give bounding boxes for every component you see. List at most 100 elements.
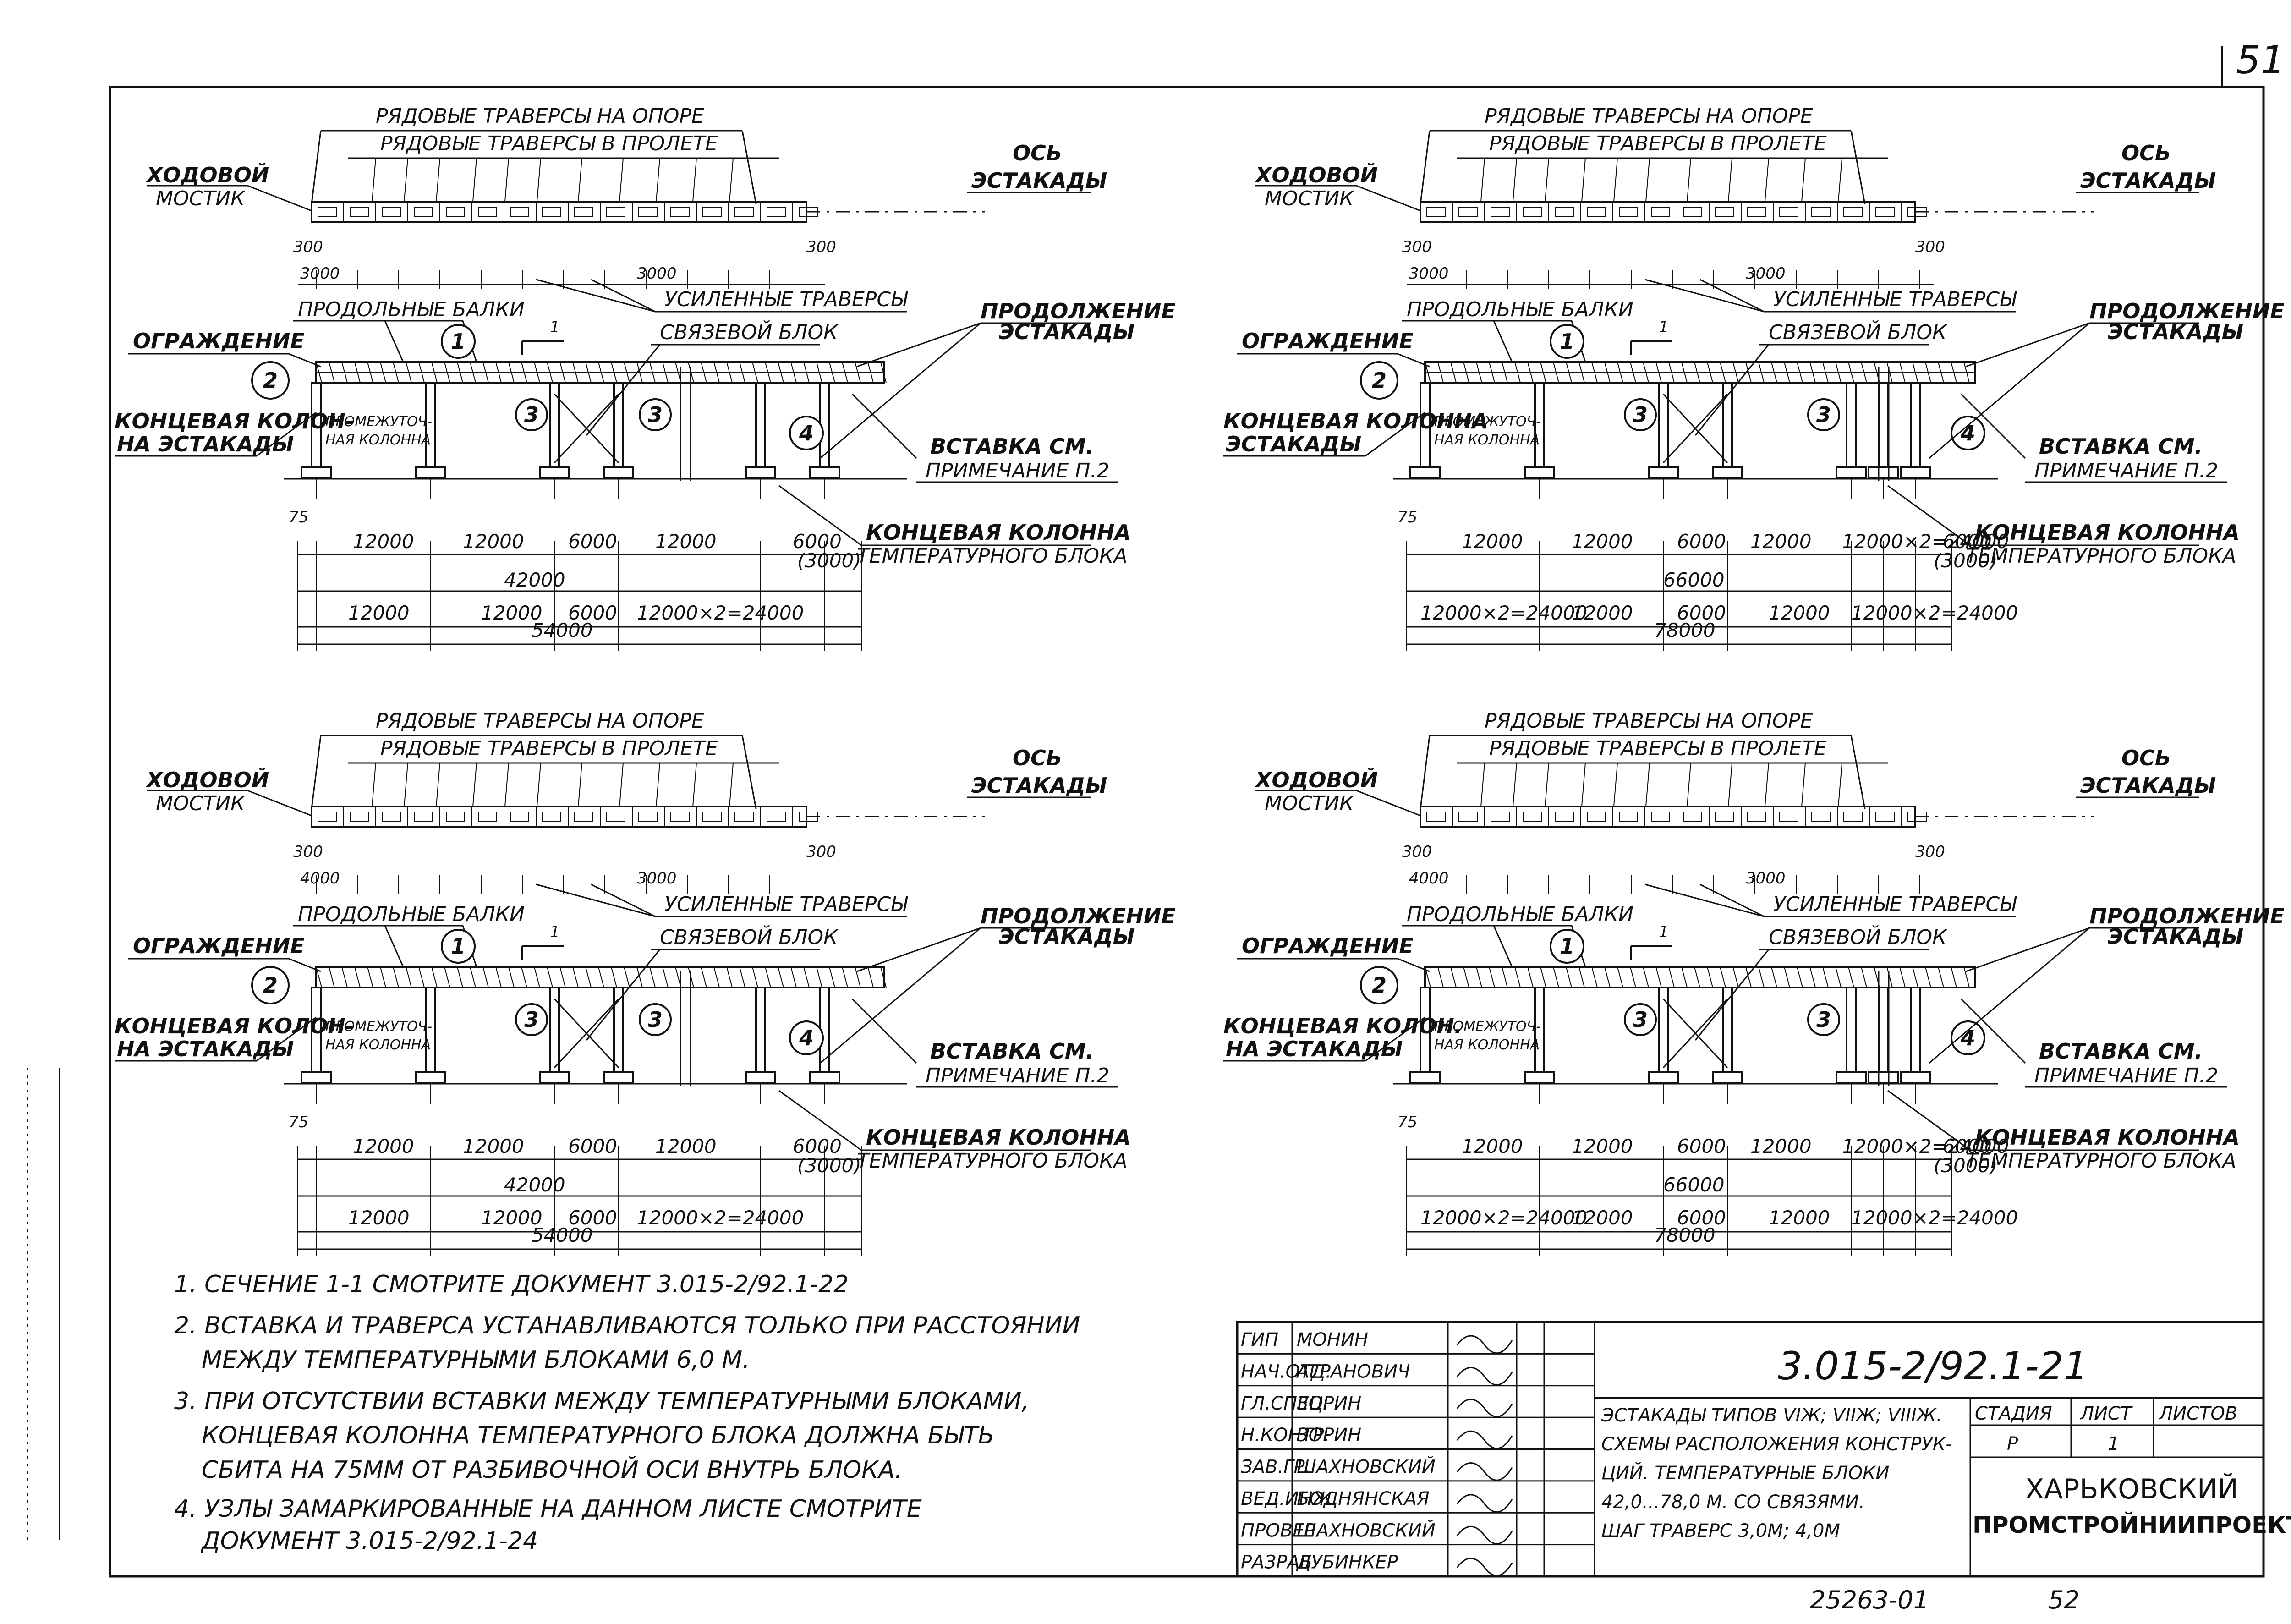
node-marker-label: 3 bbox=[648, 402, 663, 427]
column-footing bbox=[301, 1071, 332, 1084]
note-line: 3. ПРИ ОТСУТСТВИИ ВСТАВКИ МЕЖДУ ТЕМПЕРАТ… bbox=[174, 1388, 1029, 1415]
column bbox=[1658, 382, 1669, 468]
traverse-cell bbox=[1587, 812, 1606, 822]
column-footing bbox=[1409, 1071, 1441, 1084]
staff-name: ДУБИНКЕР bbox=[1296, 1552, 1398, 1573]
label-walkway: ХОДОВОЙ bbox=[1254, 768, 1378, 792]
node-marker-label: 1 bbox=[1560, 934, 1574, 959]
node-marker bbox=[789, 416, 824, 450]
column bbox=[1846, 382, 1857, 468]
node-marker-label: 4 bbox=[1960, 421, 1975, 445]
column-footing bbox=[415, 1071, 446, 1084]
label-temperature-block-column: ТЕМПЕРАТУРНОГО БЛОКА bbox=[857, 544, 1127, 568]
node-marker bbox=[441, 324, 476, 359]
label-intermediate-column: НАЯ КОЛОННА bbox=[325, 1037, 431, 1053]
traverse-cell bbox=[1747, 207, 1766, 217]
label-continuation: ПРОДОЛЖЕНИЕ bbox=[2089, 904, 2285, 928]
traverse-cell bbox=[1523, 812, 1542, 822]
title-description: ЦИЙ. ТЕМПЕРАТУРНЫЕ БЛОКИ bbox=[1601, 1462, 1889, 1484]
traverse-cell bbox=[574, 812, 593, 822]
label-temperature-block-column: КОНЦЕВАЯ КОЛОННА bbox=[866, 520, 1131, 545]
section-mark: 1 bbox=[550, 318, 560, 336]
label-continuation: ПРОДОЛЖЕНИЕ bbox=[981, 904, 1176, 928]
traverse-cell bbox=[574, 207, 593, 217]
traverse-cell bbox=[1875, 207, 1895, 217]
label-reinforced-traverses: УСИЛЕННЫЕ ТРАВЕРСЫ bbox=[1773, 893, 2017, 916]
dimension-label: 6000 bbox=[1677, 530, 1726, 553]
dimension-label: 75 bbox=[289, 508, 308, 527]
traverse-cell bbox=[1715, 812, 1734, 822]
signature-icon bbox=[1456, 1525, 1513, 1545]
label-intermediate-column: НАЯ КОЛОННА bbox=[1434, 432, 1540, 448]
traverse-cell bbox=[606, 207, 625, 217]
label-walkway: МОСТИК bbox=[1265, 792, 1354, 815]
traverse-cell bbox=[1779, 207, 1798, 217]
label-insert: ПРИМЕЧАНИЕ П.2 bbox=[2034, 1064, 2218, 1087]
dimension-label: 12000 bbox=[1769, 602, 1830, 624]
traverse-cell bbox=[1587, 207, 1606, 217]
staff-name: ЗОРИН bbox=[1297, 1393, 1361, 1414]
label-end-column: НА ЭСТАКАДЫ bbox=[1226, 1037, 1403, 1061]
label-continuation: ПРОДОЛЖЕНИЕ bbox=[981, 299, 1176, 324]
column-footing bbox=[745, 466, 776, 479]
label-row-traverses-in-span: РЯДОВЫЕ ТРАВЕРСЫ В ПРОЛЕТЕ bbox=[1489, 737, 1827, 760]
dimension-label: 6000 bbox=[568, 602, 617, 624]
stage-header: СТАДИЯ bbox=[1975, 1403, 2052, 1424]
note-line: 2. ВСТАВКА И ТРАВЕРСА УСТАНАВЛИВАЮТСЯ ТО… bbox=[174, 1312, 1080, 1339]
node-marker bbox=[515, 1003, 548, 1036]
traverse-cell bbox=[1875, 812, 1895, 822]
dimension-label: 6000 bbox=[1943, 1135, 1992, 1158]
title-description: ЭСТАКАДЫ ТИПОВ VIЖ; VIIЖ; VIIIЖ. bbox=[1601, 1405, 1942, 1426]
node-marker bbox=[1951, 416, 1985, 450]
stage-value: Р bbox=[2007, 1433, 2018, 1454]
traverse-cell bbox=[446, 207, 465, 217]
dimension-label: (3000) bbox=[1934, 1154, 1998, 1177]
node-marker-label: 4 bbox=[799, 421, 814, 445]
staff-role: ВЕД.ИНЖ. bbox=[1241, 1488, 1338, 1509]
label-intermediate-column: ПРОМЕЖУТОЧ- bbox=[325, 1019, 432, 1035]
note-line: 4. УЗЛЫ ЗАМАРКИРОВАННЫЕ НА ДАННОМ ЛИСТЕ … bbox=[174, 1495, 922, 1523]
staff-name: ЗОРИН bbox=[1297, 1425, 1361, 1446]
label-axis: ЭСТАКАДЫ bbox=[2080, 168, 2216, 193]
node-marker-label: 2 bbox=[1372, 368, 1387, 393]
label-brace-block: СВЯЗЕВОЙ БЛОК bbox=[660, 320, 839, 344]
traverse-cell bbox=[1426, 812, 1446, 822]
dimension-label: 12000 bbox=[1572, 1207, 1633, 1229]
traverse-cell bbox=[1779, 812, 1798, 822]
traverse-cell bbox=[542, 812, 561, 822]
traverse-cell bbox=[542, 207, 561, 217]
column bbox=[755, 382, 766, 468]
signature-icon bbox=[1456, 1399, 1513, 1417]
traverse-cell bbox=[510, 207, 529, 217]
dimension-label: 12000 bbox=[481, 602, 543, 624]
column-footing bbox=[603, 1071, 634, 1084]
traverse-cell bbox=[382, 207, 401, 217]
signature-icon bbox=[1456, 1335, 1513, 1354]
label-temperature-block-column: ТЕМПЕРАТУРНОГО БЛОКА bbox=[1966, 544, 2236, 568]
traverse-cell bbox=[1458, 207, 1478, 217]
label-axis: ОСЬ bbox=[2121, 141, 2171, 165]
label-fence: ОГРАЖДЕНИЕ bbox=[133, 933, 305, 958]
dimension-label: 300 bbox=[806, 238, 836, 256]
column-footing bbox=[1648, 1071, 1679, 1084]
dimension-label: 12000 bbox=[353, 1135, 414, 1158]
traverse-cell bbox=[1555, 207, 1574, 217]
traverse-cell bbox=[1715, 207, 1734, 217]
signature-icon bbox=[1456, 1430, 1513, 1449]
node-marker-label: 1 bbox=[451, 934, 466, 959]
dimension-label: 12000×2=24000 bbox=[637, 1207, 804, 1229]
dimension-label: 6000 bbox=[793, 530, 842, 553]
column-footing bbox=[1868, 466, 1899, 479]
dimension-label: 12000 bbox=[1462, 530, 1523, 553]
dimension-label: 12000 bbox=[481, 1207, 543, 1229]
node-marker bbox=[639, 1003, 672, 1036]
dimension-total: 42000 bbox=[504, 569, 565, 591]
column-footing bbox=[1409, 466, 1441, 479]
label-brace-block: СВЯЗЕВОЙ БЛОК bbox=[660, 925, 839, 949]
walkway-bridge bbox=[311, 201, 807, 223]
label-walkway: ХОДОВОЙ bbox=[145, 163, 269, 187]
column-footing bbox=[1524, 1071, 1555, 1084]
label-axis: ЭСТАКАДЫ bbox=[2080, 773, 2216, 798]
dimension-label: 3000 bbox=[637, 264, 677, 283]
label-insert: ВСТАВКА СМ. bbox=[930, 434, 1094, 459]
